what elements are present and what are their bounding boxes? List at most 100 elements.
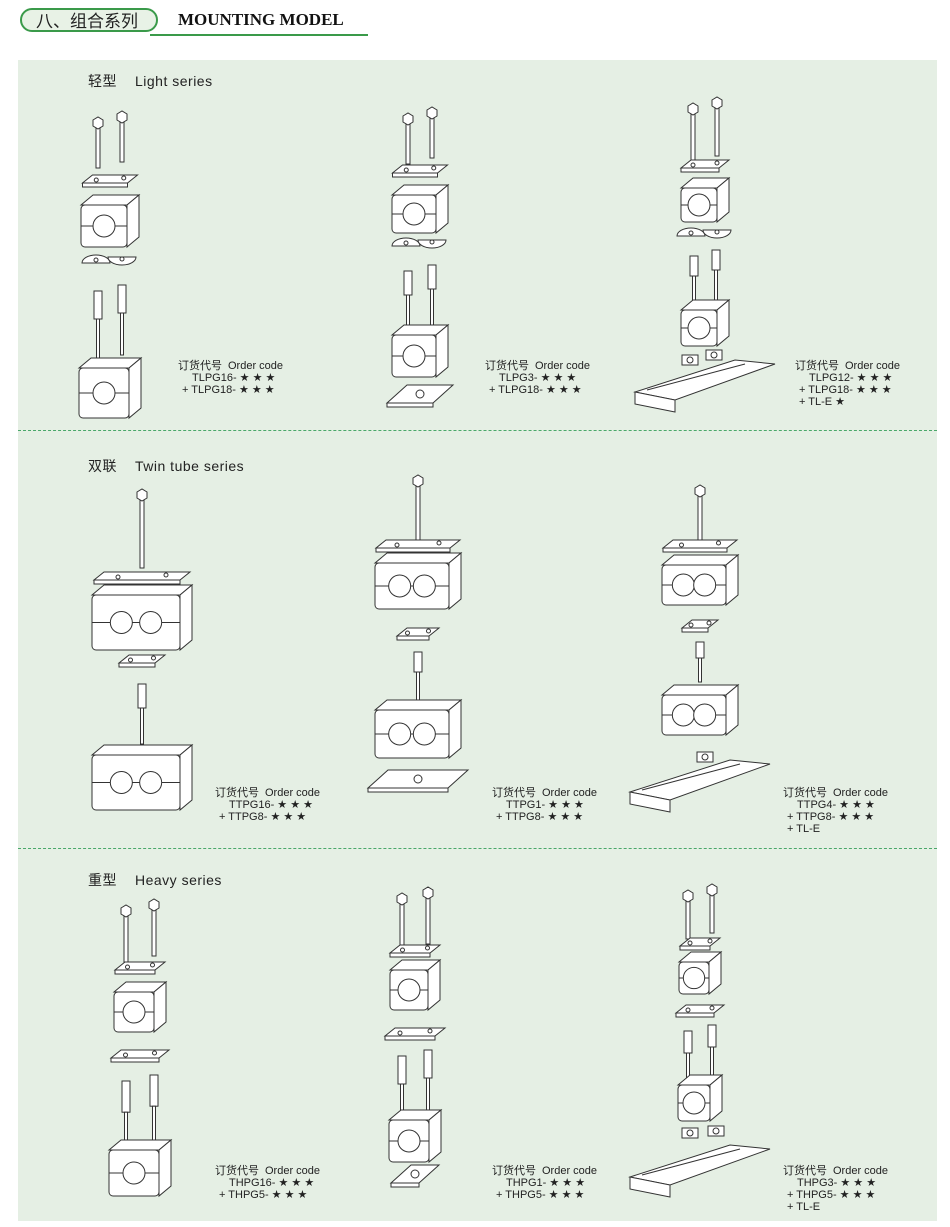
order-code-line: THPG16- ★ ★ ★ [229,1177,315,1189]
order-label-en: Order code [833,787,889,799]
washer-pair-icon [391,237,447,249]
order-code-line: THPG3- ★ ★ ★ [797,1177,877,1189]
bolt-icon [687,102,699,163]
washer-pair-icon [676,227,732,239]
order-code-line: TLPG3- ★ ★ ★ [499,372,577,384]
clamp-block-icon [660,553,740,607]
nut-icon [705,349,723,361]
order-label-cn: 订货代号 [795,360,839,372]
cover-plate-icon [81,174,139,188]
bolt-icon [426,106,438,159]
order-label-en: Order code [265,787,321,799]
clamp-block-icon [388,958,442,1012]
bolt-icon [402,112,414,165]
order-label-cn: 订货代号 [492,1165,536,1177]
order-code-line: TTPG4- ★ ★ ★ [797,799,875,811]
cover-plate-icon [674,1004,726,1018]
clamp-block-icon [373,698,463,760]
stud-icon [413,651,423,703]
order-label-cn: 订货代号 [215,1165,259,1177]
cover-plate-icon [679,159,731,173]
bolt-icon [116,110,128,163]
bolt-icon [412,474,424,545]
clamp-block-icon [79,193,141,249]
order-code-line: + TL-E ★ [799,396,846,408]
order-label-cn: 订货代号 [485,360,529,372]
order-code-line: TLPG12- ★ ★ ★ [809,372,893,384]
cover-plate-icon [92,571,192,585]
cover-plate-icon [661,539,739,553]
cover-plate-icon [391,164,449,178]
base-plate-icon [389,1164,441,1188]
header-underline [150,34,368,36]
stud-icon [403,270,413,332]
order-code-line: + TTPG8- ★ ★ ★ [787,811,875,823]
bolt-icon [711,96,723,157]
clamp-block-icon [387,1108,443,1164]
order-code-line: TTPG1- ★ ★ ★ [506,799,584,811]
order-label-en: Order code [265,1165,321,1177]
section-title-heavy: 重型 Heavy series [88,870,222,890]
order-code-line: + TLPG18- ★ ★ ★ [182,384,275,396]
title-en: Twin tube series [135,458,245,474]
stud-icon [137,683,147,745]
section-divider [18,430,937,431]
clamp-block-icon [677,950,723,996]
bolt-icon [136,488,148,569]
nut-icon [696,751,714,763]
stud-icon [711,249,721,301]
clamp-block-icon [90,743,194,812]
cover-plate-icon [395,627,441,641]
bolt-icon [148,898,160,957]
clamp-block-icon [112,980,168,1034]
clamp-block-icon [107,1138,173,1198]
clamp-block-icon [660,683,740,737]
title-cn: 轻型 [88,73,117,89]
clamp-block-icon [679,298,731,348]
cover-plate-icon [383,1027,447,1041]
bolt-icon [682,889,694,940]
clamp-block-icon [90,583,194,652]
order-code-line: TLPG16- ★ ★ ★ [192,372,276,384]
order-label-en: Order code [228,360,284,372]
order-label-en: Order code [535,360,591,372]
clamp-block-icon [373,551,463,611]
order-code-line: + TLPG18- ★ ★ ★ [489,384,582,396]
order-label-en: Order code [833,1165,889,1177]
order-code-line: + TL-E [787,823,821,835]
header-title-cn: 八、组合系列 [36,12,138,31]
section-divider [18,848,937,849]
cover-plate-icon [113,961,167,975]
stud-icon [427,264,437,326]
order-code-line: TTPG16- ★ ★ ★ [229,799,313,811]
base-plate-icon [366,769,470,793]
order-code-line: + TTPG8- ★ ★ ★ [496,811,584,823]
mounting-rail-icon [628,1144,771,1198]
order-code-line: + TL-E [787,1201,821,1213]
order-label-cn: 订货代号 [783,1165,827,1177]
order-label-cn: 订货代号 [215,787,259,799]
cover-plate-icon [117,654,167,668]
order-code-line: + THPG5- ★ ★ ★ [219,1189,308,1201]
nut-icon [707,1125,725,1137]
title-en: Heavy series [135,872,222,888]
base-plate-icon [385,384,455,408]
order-label-en: Order code [845,360,901,372]
mounting-rail-icon [633,359,776,413]
bolt-icon [694,484,706,545]
section-badge: 八、组合系列 [20,8,158,32]
clamp-block-icon [77,356,143,420]
mounting-rail-icon [628,759,771,813]
order-code-line: + TLPG18- ★ ★ ★ [799,384,892,396]
cover-plate-icon [388,944,442,958]
title-cn: 重型 [88,872,117,888]
